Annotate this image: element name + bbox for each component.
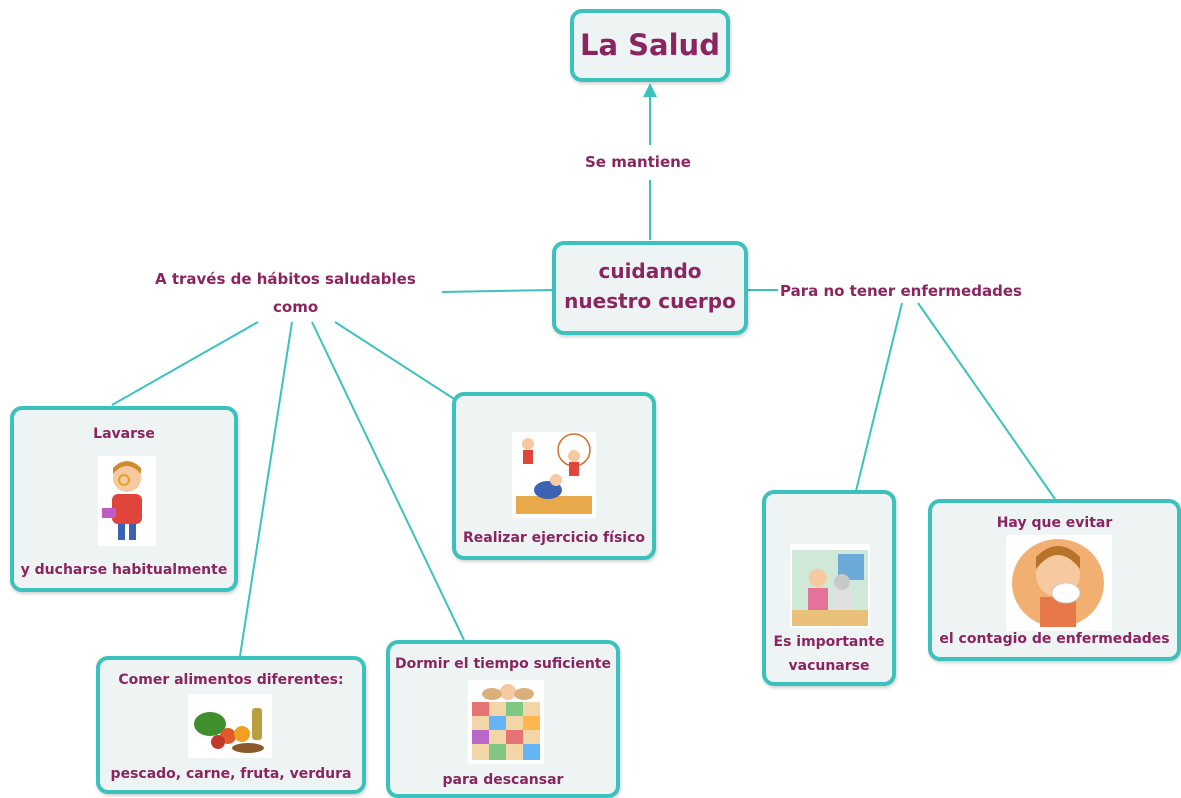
- link-como-to-lavarse: [111, 321, 259, 406]
- evitar-top-text: Hay que evitar: [996, 515, 1113, 531]
- node-evitar[interactable]: Hay que evitar el contagio de enfermedad…: [928, 499, 1181, 661]
- link-como-to-comer: [239, 321, 293, 657]
- link-como-to-dormir: [311, 321, 465, 641]
- vacuna-line-2: vacunarse: [788, 658, 870, 674]
- vacuna-line-1: Es importante: [773, 634, 885, 650]
- comer-bottom-text: pescado, carne, fruta, verdura: [110, 766, 352, 782]
- arrow-head-icon: [643, 83, 657, 97]
- label-se-mantiene: Se mantiene: [585, 153, 691, 171]
- center-line-1: cuidando: [598, 259, 702, 283]
- link-como-to-ejercicio: [334, 321, 463, 405]
- vaccination-icon: [790, 544, 870, 628]
- node-dormir[interactable]: Dormir el tiempo suficiente para descans…: [386, 640, 620, 798]
- center-node[interactable]: cuidando nuestro cuerpo: [552, 241, 748, 335]
- lavarse-top-text: Lavarse: [93, 426, 155, 442]
- comer-top-text: Comer alimentos diferentes:: [118, 672, 344, 688]
- node-lavarse[interactable]: Lavarse y ducharse habitualmente: [10, 406, 238, 592]
- ejercicio-text: Realizar ejercicio físico: [462, 530, 645, 546]
- child-sneezing-icon: [1006, 535, 1112, 631]
- node-ejercicio[interactable]: Realizar ejercicio físico: [452, 392, 656, 560]
- child-washing-icon: [98, 456, 156, 546]
- title-node[interactable]: La Salud: [570, 9, 730, 82]
- food-icon: [188, 694, 272, 758]
- label-para-no-tener: Para no tener enfermedades: [780, 282, 1022, 300]
- center-line-2: nuestro cuerpo: [564, 289, 736, 313]
- title-text: La Salud: [580, 28, 720, 62]
- label-como: como: [273, 298, 319, 316]
- link-center-to-left: [441, 289, 554, 293]
- dormir-bottom-text: para descansar: [442, 772, 564, 788]
- dormir-top-text: Dormir el tiempo suficiente: [395, 656, 611, 672]
- node-vacuna[interactable]: Es importante vacunarse: [762, 490, 896, 686]
- node-comer[interactable]: Comer alimentos diferentes: pescado, car…: [96, 656, 366, 794]
- children-exercising-icon: [512, 432, 596, 518]
- label-a-traves: A través de hábitos saludables: [155, 270, 416, 288]
- link-right-to-vacuna: [855, 302, 903, 492]
- child-sleeping-icon: [468, 680, 544, 764]
- link-right-to-evitar: [917, 302, 1056, 500]
- lavarse-bottom-text: y ducharse habitualmente: [20, 562, 228, 578]
- evitar-bottom-text: el contagio de enfermedades: [939, 631, 1170, 647]
